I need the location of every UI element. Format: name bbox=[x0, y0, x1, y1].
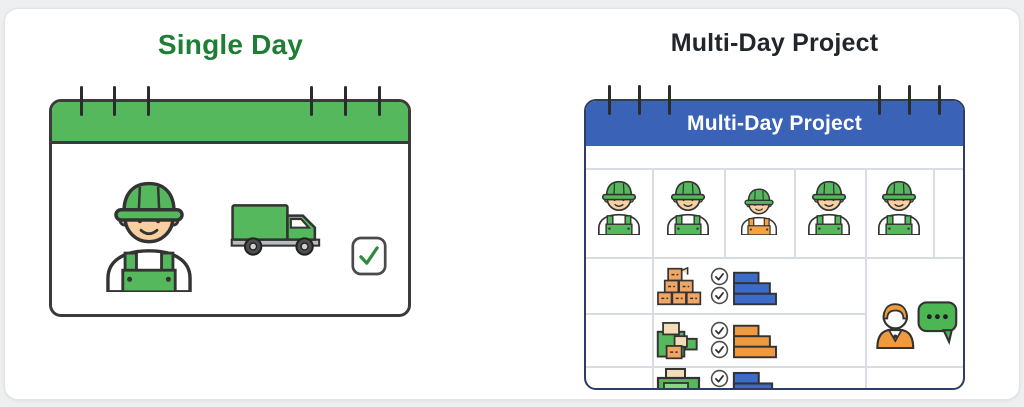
pallet-boxes-icon bbox=[656, 321, 702, 362]
multi-day-title: Multi-Day Project bbox=[670, 29, 879, 57]
grid-line bbox=[652, 168, 654, 388]
check-circle-icon bbox=[710, 340, 729, 359]
bar-chart-orange-icon bbox=[732, 324, 778, 359]
grid-line bbox=[865, 168, 867, 388]
calendar-peg bbox=[608, 85, 611, 115]
calendar-peg bbox=[147, 86, 150, 116]
multi-day-calendar: Multi-Day Project bbox=[584, 99, 965, 390]
calendar-peg bbox=[310, 86, 313, 116]
bar-chart-blue-icon bbox=[732, 271, 778, 306]
comparison-card: Single Day Multi-Day Project Multi-Day P… bbox=[4, 8, 1020, 400]
check-circle-icon bbox=[710, 321, 729, 340]
calendar-peg bbox=[80, 86, 83, 116]
calendar-peg bbox=[938, 85, 941, 115]
calendar-peg bbox=[113, 86, 116, 116]
worker-icon bbox=[801, 172, 857, 235]
calendar-peg bbox=[668, 85, 671, 115]
bar-chart-blue-icon bbox=[732, 371, 774, 390]
grid-line bbox=[586, 168, 963, 170]
grid-line bbox=[586, 257, 963, 259]
stacked-boxes-icon bbox=[656, 267, 704, 306]
single-day-calendar bbox=[49, 99, 411, 317]
grid-line bbox=[586, 313, 865, 315]
grid-line bbox=[933, 168, 935, 257]
grid-line bbox=[586, 366, 963, 368]
calendar-header-bar: Multi-Day Project bbox=[586, 101, 963, 146]
check-circle-icon bbox=[710, 267, 729, 286]
worker-icon bbox=[591, 172, 647, 235]
worker-icon-orange bbox=[735, 181, 783, 235]
check-circle-icon bbox=[710, 286, 729, 305]
single-day-title: Single Day bbox=[157, 29, 304, 60]
worker-icon bbox=[871, 172, 927, 235]
worker-icon bbox=[660, 172, 716, 235]
calendar-header-bar bbox=[52, 102, 408, 144]
supervisor-chat-icon bbox=[872, 297, 958, 349]
grid-line bbox=[794, 168, 796, 257]
calendar-peg bbox=[638, 85, 641, 115]
construction-worker-icon bbox=[92, 164, 206, 292]
box-truck-icon bbox=[230, 201, 326, 256]
storage-box-icon bbox=[656, 368, 702, 390]
calendar-peg bbox=[908, 85, 911, 115]
checkbox-checked-icon bbox=[351, 236, 387, 276]
calendar-peg bbox=[344, 86, 347, 116]
check-circle-icon bbox=[710, 369, 729, 388]
grid-line bbox=[724, 168, 726, 257]
calendar-header-label: Multi-Day Project bbox=[687, 111, 862, 135]
calendar-peg bbox=[378, 86, 381, 116]
calendar-peg bbox=[878, 85, 881, 115]
